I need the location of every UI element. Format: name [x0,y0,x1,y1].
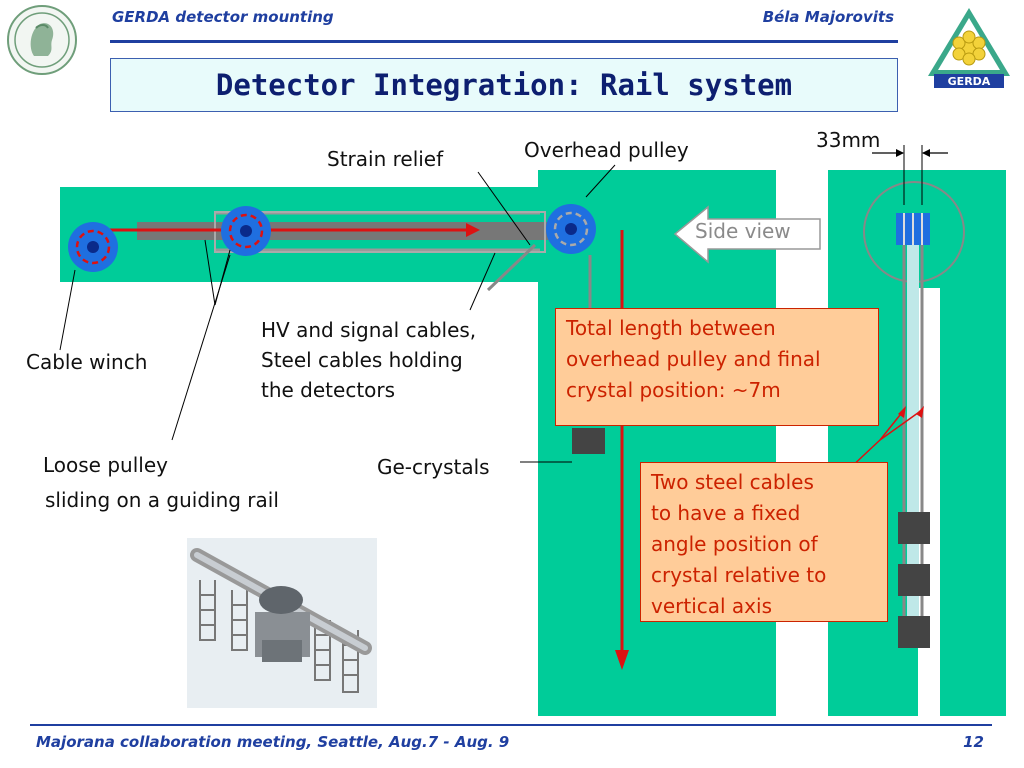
total-length-note: Total length between overhead pulley and… [555,308,879,426]
rail-system-rendering [187,538,377,708]
overhead-pulley [546,204,596,254]
loose-pulley [221,206,271,256]
cable-winch-pulley [68,222,118,272]
two-cables-line-1: Two steel cables [651,470,814,494]
header-divider [110,40,898,43]
side-view-right [940,288,1006,716]
header-right: Béla Majorovits [762,8,894,26]
gerda-logo: GERDA [926,6,1012,90]
strain-relief-label: Strain relief [327,147,444,171]
hv-cables-label-3: the detectors [261,378,396,402]
two-cables-line-2: to have a fixed [651,501,801,525]
slide-title: Detector Integration: Rail system [215,68,793,102]
overhead-pulley-label: Overhead pulley [524,138,689,162]
ge-crystal-side-3 [898,616,930,648]
page-number: 12 [963,733,984,751]
side-view-arrow [673,205,821,264]
total-length-line-1: Total length between [566,316,776,340]
ge-crystals-label: Ge-crystals [377,455,490,479]
loose-pulley-label-1: Loose pulley [43,453,168,477]
footer-meeting: Majorana collaboration meeting, Seattle,… [36,733,510,751]
loose-pulley-label-2: sliding on a guiding rail [45,488,279,512]
title-box: Detector Integration: Rail system [110,58,898,112]
two-cables-line-5: vertical axis [651,594,772,618]
total-length-line-2: overhead pulley and final [566,347,821,371]
two-cables-line-4: crystal relative to [651,563,827,587]
ge-crystal-side-2 [898,564,930,596]
ge-crystal-side-1 [898,512,930,544]
mpi-seal-logo [6,4,78,76]
hv-cables-label-2: Steel cables holding [261,348,463,372]
side-view-label: Side view [695,219,791,243]
hv-cables-label-1: HV and signal cables, [261,318,477,342]
two-cables-note: Two steel cables to have a fixed angle p… [640,462,888,622]
dimension-label: 33mm [816,128,881,152]
ge-crystal-front [572,428,605,454]
header-left: GERDA detector mounting [112,8,334,26]
two-cables-line-3: angle position of [651,532,818,556]
total-length-line-3: crystal position: ~7m [566,378,781,402]
cable-winch-label: Cable winch [26,350,148,374]
footer-divider [30,724,992,726]
gerda-logo-text: GERDA [948,75,991,88]
